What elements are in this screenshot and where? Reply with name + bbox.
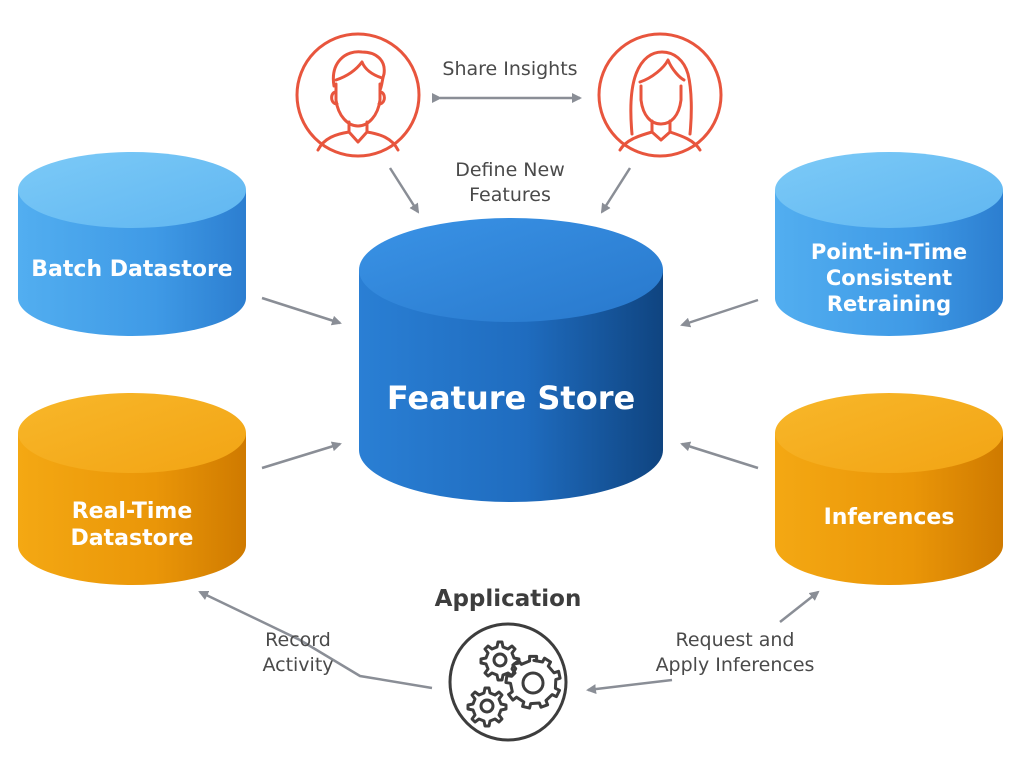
request-inferences-arrow-in	[586, 678, 673, 695]
define-new-features-label: Define New Features	[455, 158, 565, 206]
female-to-feature-store-arrow	[600, 167, 632, 214]
point-in-time-cylinder	[775, 152, 1003, 336]
feature-store-cylinder	[359, 218, 663, 502]
point-in-time-label: Point-in-Time Consistent Retraining	[810, 239, 968, 317]
share-insights-label: Share Insights	[442, 58, 578, 81]
inferences-to-feature-store-arrow	[680, 441, 759, 470]
point-in-time-to-feature-store-arrow	[680, 298, 759, 328]
batch-datastore-cylinder	[18, 152, 246, 336]
application-label: Application	[434, 586, 582, 612]
batch-to-feature-store-arrow	[261, 296, 342, 326]
batch-datastore-label: Batch Datastore	[31, 257, 233, 283]
real-time-to-feature-store-arrow	[261, 441, 342, 470]
real-time-datastore-cylinder	[18, 393, 246, 585]
request-inferences-arrow-out	[779, 590, 820, 623]
record-activity-arrow	[198, 590, 433, 690]
inferences-cylinder	[775, 393, 1003, 585]
real-time-datastore-label: Real-Time Datastore	[70, 498, 194, 552]
application-gears-icon	[448, 622, 568, 742]
request-apply-inferences-label: Request and Apply Inferences	[655, 628, 815, 676]
arrows	[198, 93, 820, 695]
data-scientist-female-icon	[597, 32, 723, 158]
record-activity-label: Record Activity	[262, 628, 334, 676]
inferences-label: Inferences	[823, 505, 955, 531]
feature-store-label: Feature Store	[386, 379, 636, 417]
male-to-feature-store-arrow	[388, 167, 420, 214]
data-scientist-male-icon	[295, 32, 421, 158]
